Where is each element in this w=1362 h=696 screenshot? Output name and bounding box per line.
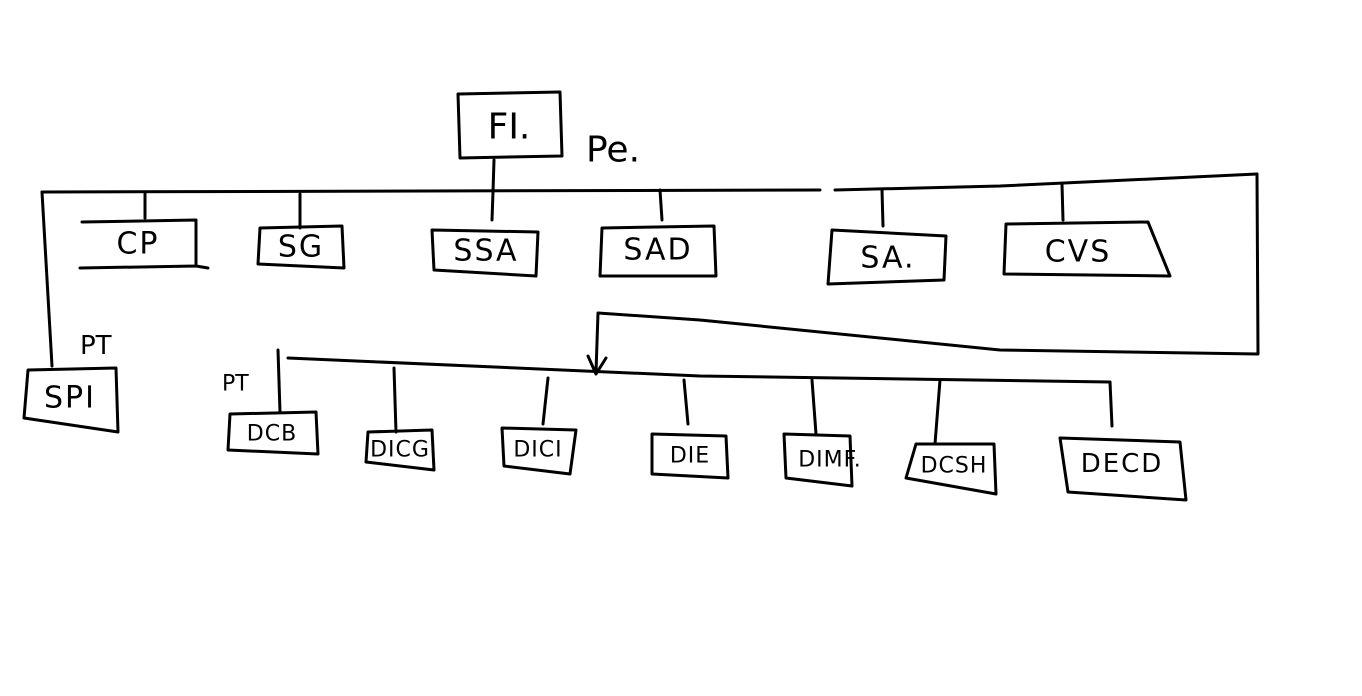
drop-sa xyxy=(880,188,885,228)
die-label: DIE xyxy=(670,444,710,469)
drop-cvs xyxy=(1060,182,1065,222)
die-box xyxy=(650,432,730,480)
drop-decd xyxy=(1108,380,1114,428)
node-sa: SA. xyxy=(826,228,948,286)
dcb-box xyxy=(226,410,320,456)
spi-connector xyxy=(40,190,54,368)
decd-label: DECD xyxy=(1081,449,1164,479)
cvs-label: CVS xyxy=(1045,235,1112,270)
node-dcb: DCB xyxy=(226,410,320,456)
level2-bus xyxy=(286,356,1112,384)
root-box xyxy=(456,90,564,160)
root-node: FI. xyxy=(456,90,564,160)
drop-dimf xyxy=(810,378,818,436)
sad-label: SAD xyxy=(623,233,692,268)
node-ssa: SSA xyxy=(430,228,540,278)
node-sad: SAD xyxy=(598,224,718,278)
node-dicg: DICG xyxy=(364,428,436,472)
node-cvs: CVS xyxy=(1002,220,1172,278)
cp-box xyxy=(78,218,210,270)
node-dici: DICI xyxy=(500,426,578,476)
node-decd: DECD xyxy=(1058,436,1188,502)
dici-box xyxy=(500,426,578,476)
sa-label: SA. xyxy=(860,241,915,276)
connector-lines xyxy=(40,158,1260,446)
cvs-box xyxy=(1002,220,1172,278)
spi-box xyxy=(22,366,120,434)
node-die: DIE xyxy=(650,432,730,480)
level2-left-post xyxy=(276,348,282,414)
node-cp: CP xyxy=(78,218,210,270)
root-connector xyxy=(491,158,496,194)
node-sg: SG xyxy=(256,224,346,270)
dicg-label: DICG xyxy=(370,438,430,463)
drop-dici xyxy=(541,376,550,426)
spi-label: SPI xyxy=(44,381,96,416)
right-return-connector xyxy=(594,172,1260,374)
drop-sad xyxy=(658,188,664,222)
drop-dicg xyxy=(392,366,398,434)
level2-nodes: DCB DICG DICI DIE DIMF. DCSH DECD xyxy=(226,410,1188,502)
drop-die xyxy=(682,378,690,426)
ssa-box xyxy=(430,228,540,278)
dimf-label: DIMF. xyxy=(798,448,862,473)
sg-label: SG xyxy=(278,230,324,265)
dcsh-label: DCSH xyxy=(921,454,988,479)
root-note: Pe. xyxy=(586,130,640,171)
side-note: PT xyxy=(80,331,112,361)
sg-box xyxy=(256,224,346,270)
node-spi: SPI xyxy=(22,366,120,434)
dimf-box xyxy=(782,432,854,488)
decd-box xyxy=(1058,436,1188,502)
dcb-label: DCB xyxy=(247,422,297,447)
node-dimf: DIMF. xyxy=(782,432,862,488)
ssa-label: SSA xyxy=(453,234,518,269)
dicg-box xyxy=(364,428,436,472)
sa-box xyxy=(826,228,948,286)
dcsh-box xyxy=(904,442,998,496)
cp-label: CP xyxy=(116,227,159,262)
drop-dcsh xyxy=(933,378,942,446)
sad-box xyxy=(598,224,718,278)
arrow-head xyxy=(586,354,608,376)
level1-nodes: CP SG SSA SAD SA. CVS xyxy=(78,218,1172,286)
root-label: FI. xyxy=(488,107,531,148)
drop-ssa xyxy=(490,190,495,222)
node-dcsh: DCSH xyxy=(904,442,998,496)
level1-bus xyxy=(40,172,1259,194)
dici-label: DICI xyxy=(513,438,562,463)
level2-note: PT xyxy=(222,372,249,397)
